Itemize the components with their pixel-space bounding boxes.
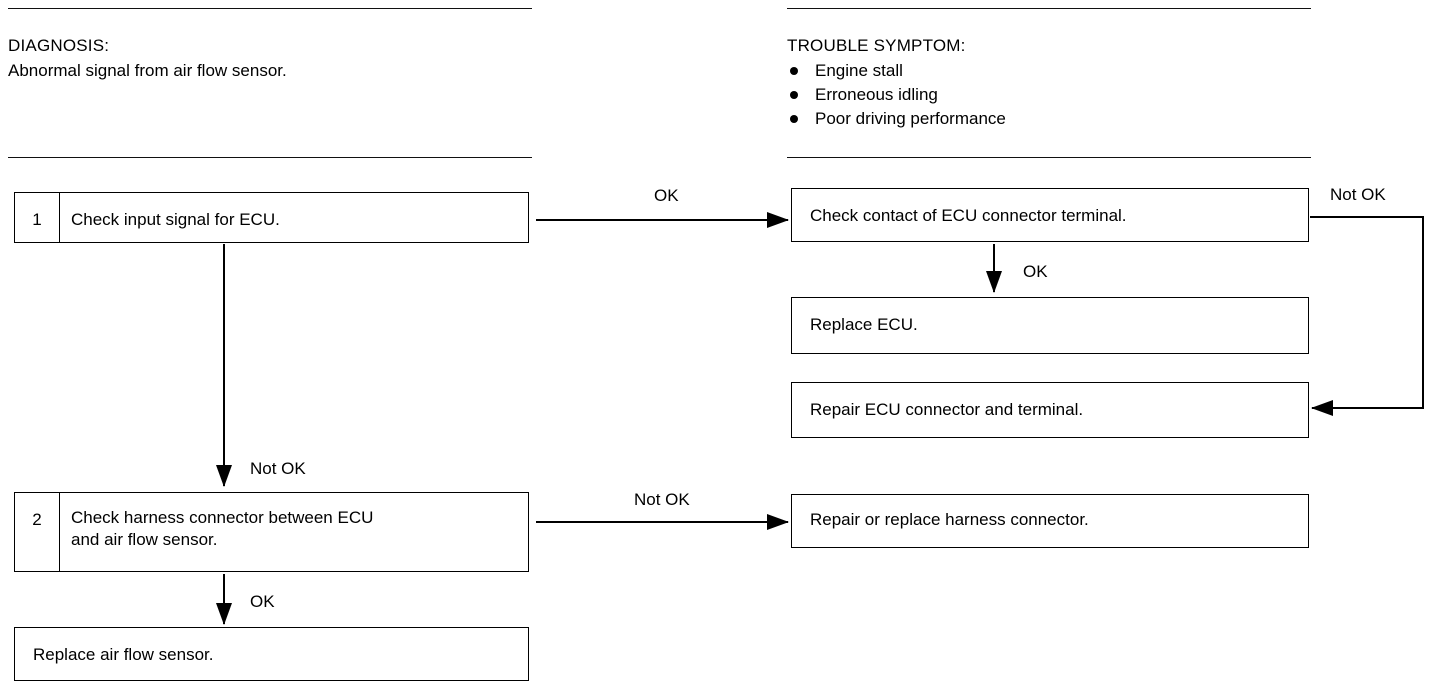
label-step1-not-ok: Not OK	[250, 459, 306, 478]
step-text-line: and air flow sensor.	[71, 530, 218, 549]
replace-ecu-box: Replace ECU.	[791, 297, 1309, 354]
label-step1-ok: OK	[654, 186, 679, 205]
action-text: Check contact of ECU connector terminal.	[810, 206, 1127, 225]
label-step2-not-ok: Not OK	[634, 490, 690, 509]
top-rule-right	[787, 8, 1311, 9]
action-text: Replace air flow sensor.	[33, 645, 214, 664]
step-2-box: 2 Check harness connector between ECU an…	[14, 492, 529, 572]
symptom-item: Poor driving performance	[787, 107, 1006, 131]
label-contact-not-ok: Not OK	[1330, 185, 1386, 204]
step-number: 2	[15, 493, 60, 571]
diagnosis-text: Abnormal signal from air flow sensor.	[8, 61, 287, 80]
step-text: Check harness connector between ECU and …	[71, 507, 373, 551]
action-text: Repair or replace harness connector.	[810, 510, 1089, 529]
symptom-list: Engine stall Erroneous idling Poor drivi…	[787, 59, 1006, 131]
repair-connector-box: Repair ECU connector and terminal.	[791, 382, 1309, 438]
step-1-box: 1 Check input signal for ECU.	[14, 192, 529, 243]
action-text: Replace ECU.	[810, 315, 918, 334]
trouble-symptom-heading: TROUBLE SYMPTOM:	[787, 36, 966, 55]
symptom-label: Poor driving performance	[815, 109, 1006, 128]
step-number: 1	[15, 193, 60, 242]
diagnosis-heading: DIAGNOSIS:	[8, 36, 110, 55]
step-text: Check input signal for ECU.	[71, 210, 280, 229]
action-text: Repair ECU connector and terminal.	[810, 400, 1084, 419]
top-rule-left	[8, 8, 532, 9]
replace-sensor-box: Replace air flow sensor.	[14, 627, 529, 681]
mid-rule-left	[8, 157, 532, 158]
symptom-item: Engine stall	[787, 59, 1006, 83]
bullet-icon	[790, 67, 798, 75]
check-contact-box: Check contact of ECU connector terminal.	[791, 188, 1309, 242]
label-step2-ok: OK	[250, 592, 275, 611]
arrow-contact-not-ok	[1310, 216, 1424, 416]
repair-harness-box: Repair or replace harness connector.	[791, 494, 1309, 548]
label-contact-ok: OK	[1023, 262, 1048, 281]
symptom-label: Erroneous idling	[815, 85, 938, 104]
mid-rule-right	[787, 157, 1311, 158]
bullet-icon	[790, 115, 798, 123]
step-text-line: Check harness connector between ECU	[71, 508, 374, 527]
bullet-icon	[790, 91, 798, 99]
symptom-label: Engine stall	[815, 61, 903, 80]
symptom-item: Erroneous idling	[787, 83, 1006, 107]
